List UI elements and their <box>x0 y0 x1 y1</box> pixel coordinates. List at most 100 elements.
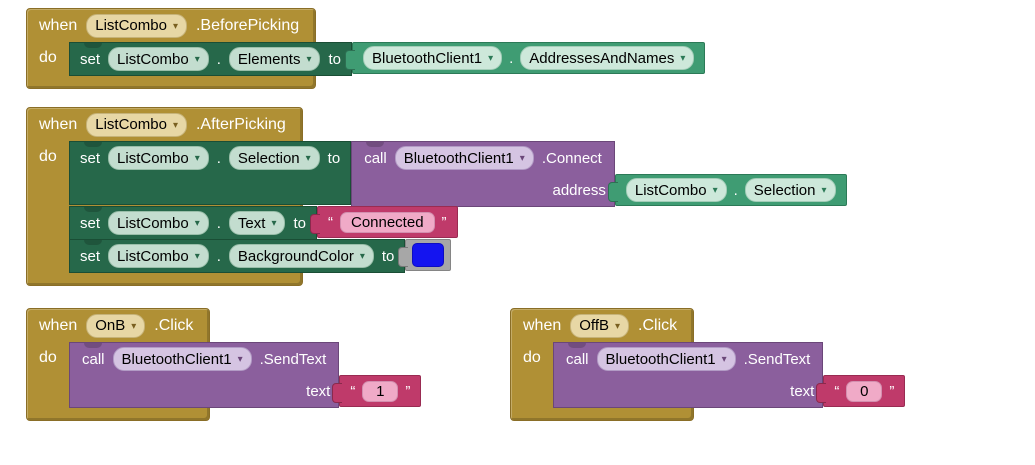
dropdown-caret-icon: ▾ <box>194 251 200 262</box>
param-label-text: text <box>790 382 815 400</box>
event-header: when ListCombo ▾ .BeforePicking <box>27 9 315 42</box>
call-label: call <box>364 149 387 167</box>
component-dropdown[interactable]: OnB ▾ <box>86 313 146 338</box>
event-name-label: .Click <box>154 316 194 334</box>
when-label: when <box>39 316 78 334</box>
text-input-field[interactable]: 0 <box>846 380 883 402</box>
getter-block-selection[interactable]: ListCombo ▾ . Selection ▾ <box>607 174 847 206</box>
dropdown-value: ListCombo <box>117 214 189 232</box>
dropdown-value: ListCombo <box>117 247 189 265</box>
event-block-beforepicking[interactable]: when ListCombo ▾ .BeforePicking do set L… <box>26 8 706 89</box>
call-label: call <box>566 350 589 368</box>
open-quote: “ <box>834 382 840 400</box>
event-name-label: .BeforePicking <box>195 16 300 34</box>
when-label: when <box>39 115 78 133</box>
component-dropdown[interactable]: ListCombo ▾ <box>108 47 209 71</box>
event-header: when OffB ▾ .Click <box>511 309 693 342</box>
component-dropdown[interactable]: OffB ▾ <box>570 313 630 338</box>
dropdown-caret-icon: ▾ <box>306 54 312 65</box>
dropdown-caret-icon: ▾ <box>194 218 200 229</box>
component-dropdown[interactable]: ListCombo ▾ <box>625 178 727 202</box>
dot-separator: . <box>733 181 738 199</box>
dropdown-value: BluetoothClient1 <box>605 350 716 368</box>
dropdown-value: ListCombo <box>95 17 167 34</box>
dot-separator: . <box>216 247 221 265</box>
dot-separator: . <box>509 49 514 67</box>
component-dropdown[interactable]: ListCombo ▾ <box>108 146 209 170</box>
dot-separator: . <box>216 149 221 167</box>
do-label: do <box>39 148 57 165</box>
dropdown-caret-icon: ▾ <box>615 320 621 332</box>
dropdown-value: Elements <box>237 50 301 68</box>
dropdown-value: OffB <box>579 317 609 334</box>
property-dropdown[interactable]: Selection ▾ <box>228 146 320 170</box>
dropdown-caret-icon: ▾ <box>721 354 727 365</box>
text-string-block[interactable]: “ 1 ” <box>332 375 422 407</box>
to-label: to <box>328 50 341 68</box>
dropdown-caret-icon: ▾ <box>271 218 277 229</box>
dropdown-value: ListCombo <box>95 116 167 133</box>
text-input-field[interactable]: 1 <box>362 380 399 402</box>
dropdown-value: AddressesAndNames <box>529 49 675 67</box>
component-dropdown[interactable]: ListCombo ▾ <box>108 244 209 268</box>
event-block-offb-click[interactable]: when OffB ▾ .Click do call BluetoothClie… <box>510 308 906 421</box>
when-label: when <box>39 16 78 34</box>
getter-block-addressesandnames[interactable]: BluetoothClient1 ▾ . AddressesAndNames ▾ <box>344 42 706 74</box>
dot-separator: . <box>216 50 221 68</box>
do-label: do <box>39 49 57 66</box>
component-dropdown[interactable]: BluetoothClient1 ▾ <box>363 46 503 70</box>
method-name-label: .SendText <box>743 350 811 368</box>
dropdown-caret-icon: ▾ <box>172 20 178 32</box>
component-dropdown[interactable]: ListCombo ▾ <box>86 112 187 137</box>
dropdown-caret-icon: ▾ <box>237 354 243 365</box>
text-string-block[interactable]: “ Connected ” <box>310 206 458 238</box>
event-block-afterpicking[interactable]: when ListCombo ▾ .AfterPicking do set Li… <box>26 107 847 286</box>
call-connect-block[interactable]: call BluetoothClient1 ▾ .Connect address <box>351 141 847 207</box>
to-label: to <box>327 149 341 167</box>
blue-color-swatch[interactable] <box>412 243 445 267</box>
dropdown-caret-icon: ▾ <box>131 320 137 332</box>
close-quote: ” <box>441 213 447 231</box>
do-label: do <box>523 349 541 366</box>
dropdown-caret-icon: ▾ <box>680 53 686 64</box>
param-label-address: address <box>552 181 606 199</box>
color-block[interactable] <box>398 239 452 271</box>
property-dropdown[interactable]: Selection ▾ <box>744 178 836 202</box>
set-backgroundcolor-block[interactable]: set ListCombo ▾ . BackgroundColor ▾ to <box>69 239 406 273</box>
dropdown-value: BluetoothClient1 <box>372 49 483 67</box>
set-text-block[interactable]: set ListCombo ▾ . Text ▾ to <box>69 206 317 240</box>
event-header: when ListCombo ▾ .AfterPicking <box>27 108 302 141</box>
dropdown-caret-icon: ▾ <box>359 251 365 262</box>
property-dropdown[interactable]: BackgroundColor ▾ <box>228 244 374 268</box>
property-dropdown[interactable]: Text ▾ <box>228 211 286 235</box>
text-string-block[interactable]: “ 0 ” <box>816 375 906 407</box>
when-label: when <box>523 316 562 334</box>
component-dropdown[interactable]: BluetoothClient1 ▾ <box>112 347 252 371</box>
dropdown-value: ListCombo <box>117 149 189 167</box>
text-input-field[interactable]: Connected <box>339 211 435 233</box>
dropdown-caret-icon: ▾ <box>194 153 200 164</box>
dropdown-caret-icon: ▾ <box>194 54 200 65</box>
dropdown-value: Text <box>237 214 266 232</box>
call-sendtext-block[interactable]: call BluetoothClient1 ▾ .SendText text “ <box>553 342 906 408</box>
dropdown-value: BluetoothClient1 <box>121 350 232 368</box>
component-dropdown[interactable]: BluetoothClient1 ▾ <box>596 347 736 371</box>
param-label-text: text <box>306 382 331 400</box>
set-selection-block[interactable]: set ListCombo ▾ . Selection ▾ to <box>69 141 352 205</box>
call-label: call <box>82 350 105 368</box>
dropdown-value: Selection <box>753 181 816 199</box>
to-label: to <box>293 214 306 232</box>
set-elements-block[interactable]: set ListCombo ▾ . Elements ▾ to <box>69 42 352 76</box>
property-dropdown[interactable]: Elements ▾ <box>228 47 321 71</box>
property-dropdown[interactable]: AddressesAndNames ▾ <box>520 46 695 70</box>
open-quote: “ <box>350 382 356 400</box>
dropdown-value: Selection <box>237 149 300 167</box>
component-dropdown[interactable]: BluetoothClient1 ▾ <box>394 146 534 170</box>
component-dropdown[interactable]: ListCombo ▾ <box>86 13 187 38</box>
to-label: to <box>381 247 395 265</box>
call-sendtext-block[interactable]: call BluetoothClient1 ▾ .SendText text “ <box>69 342 422 408</box>
component-dropdown[interactable]: ListCombo ▾ <box>108 211 209 235</box>
event-block-onb-click[interactable]: when OnB ▾ .Click do call BluetoothClien… <box>26 308 422 421</box>
dropdown-value: BluetoothClient1 <box>403 149 514 167</box>
